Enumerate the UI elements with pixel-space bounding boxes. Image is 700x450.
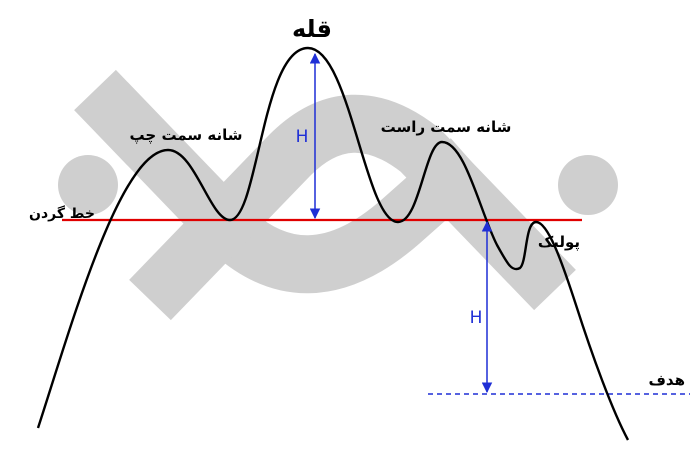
- height-label-top: H: [296, 127, 309, 147]
- watermark-dot-right: [558, 155, 618, 215]
- watermark-dot-left: [58, 155, 118, 215]
- pullback-label: پولبک: [538, 233, 580, 252]
- target-label: هدف: [649, 371, 686, 389]
- right-shoulder-label: شانه سمت راست: [381, 118, 512, 136]
- price-curve: [36, 46, 630, 441]
- height-label-bottom: H: [470, 308, 483, 328]
- head-label: قله: [292, 15, 332, 43]
- left-shoulder-label: شانه سمت چپ: [130, 126, 243, 145]
- neckline-label: خط گردن: [29, 205, 95, 222]
- watermark-logo: [58, 69, 618, 321]
